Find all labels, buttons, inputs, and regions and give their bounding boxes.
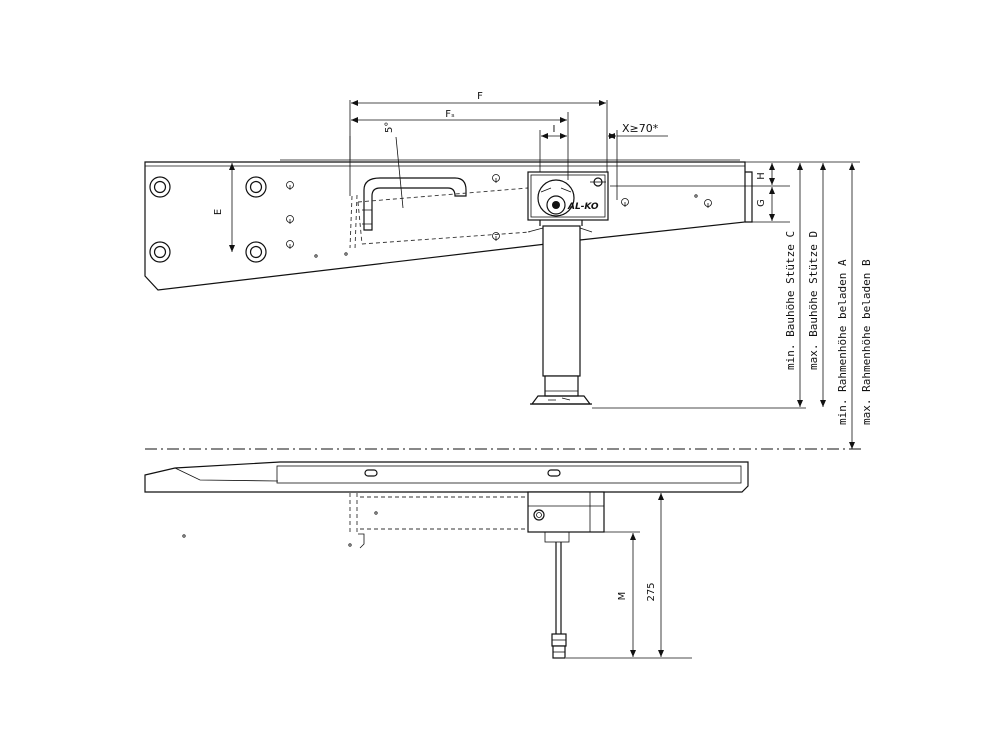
height-dimensions: min. Bauhöhe Stütze C max. Bauhöhe Stütz… — [225, 161, 873, 449]
support-leg — [527, 225, 593, 405]
label-max-bauhoehe: max. Bauhöhe Stütze D — [807, 231, 820, 370]
side-view: AL-KO F Fₛ — [144, 91, 873, 449]
housing-top — [527, 491, 605, 533]
label-min-rahmenhoehe: min. Rahmenhöhe beladen A — [836, 259, 849, 425]
dimension-X: X≥70* — [608, 122, 668, 200]
label-F: F — [477, 91, 483, 102]
angle-line — [395, 136, 404, 209]
label-E: E — [213, 209, 224, 215]
crank-rod — [551, 542, 567, 659]
frame-side — [144, 161, 746, 291]
dimension-Fs: Fₛ — [351, 109, 569, 180]
brand-logo: AL-KO — [567, 202, 599, 212]
label-I: I — [553, 124, 556, 135]
label-G: G — [756, 199, 767, 207]
retracted-leg-outline — [349, 187, 531, 250]
top-view: M 275 — [144, 461, 749, 659]
label-H: H — [756, 172, 767, 180]
bolt-heads — [149, 176, 267, 263]
label-max-rahmenhoehe: max. Rahmenhöhe beladen B — [860, 259, 873, 425]
dimension-E: E — [213, 163, 235, 252]
crank-housing: AL-KO — [527, 171, 609, 226]
frame-top — [144, 461, 749, 493]
dimension-F: F — [349, 91, 608, 196]
label-Fs: Fₛ — [445, 109, 455, 120]
frame-slot — [363, 177, 467, 231]
label-min-bauhoehe: min. Bauhöhe Stütze C — [784, 231, 797, 370]
label-M: M — [617, 592, 628, 601]
dimension-H-G: H G — [610, 163, 790, 223]
label-angle: 5° — [384, 122, 395, 133]
label-275: 275 — [646, 582, 657, 601]
frame-holes — [286, 174, 712, 258]
dimension-M-275: M 275 — [566, 491, 692, 659]
label-X: X≥70* — [622, 122, 659, 135]
dimension-I: I — [539, 124, 567, 172]
